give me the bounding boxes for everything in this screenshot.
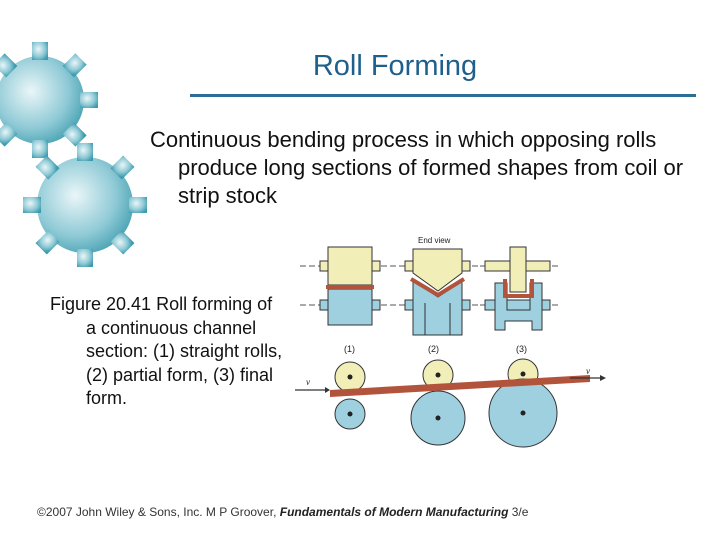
title-underline [190,94,696,97]
decorative-gears [0,42,147,267]
stage-label-3: (3) [516,344,527,354]
gear-icon [23,143,147,267]
velocity-in-label: v [306,377,310,387]
side-view-rolls [334,358,558,448]
end-view-label: End view [418,236,451,245]
stage-label-1: (1) [344,344,355,354]
figure-caption: Figure 20.41 Roll forming of a continuou… [50,294,283,408]
metal-strip [330,375,590,397]
end-view-stage-3 [480,246,560,331]
footer-credit: ©2007 John Wiley & Sons, Inc. M P Groove… [37,505,637,519]
footer-edition: 3/e [508,505,529,519]
roll-forming-figure: End view (1) (2) (3) v v [295,236,606,448]
bullet-text: Continuous bending process in which oppo… [150,127,684,208]
stage-label-2: (2) [428,344,439,354]
slide-title: Roll Forming [312,50,478,82]
footer-book-title: Fundamentals of Modern Manufacturing [279,505,509,519]
gear-icon [0,42,98,158]
end-view-stage-2 [400,248,480,336]
end-view-stage-1 [300,246,400,326]
footer-copyright: ©2007 John Wiley & Sons, Inc. M P Groove… [37,505,280,519]
velocity-out-label: v [586,366,590,376]
